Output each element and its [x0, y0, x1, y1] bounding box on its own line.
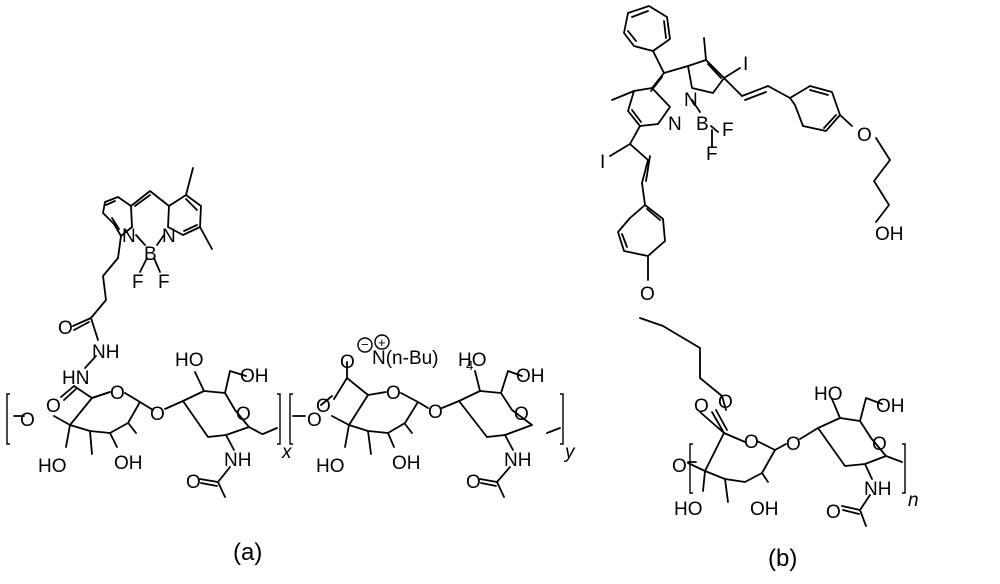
- panel-b: I I N N B F F O OH O O O O O O HO OH HO …: [600, 5, 919, 572]
- ring-oxygen: O: [744, 432, 759, 453]
- ammonium-counterion: N(n-Bu): [372, 348, 439, 369]
- plus-charge: [374, 334, 390, 350]
- carboxylate-oxygen: O: [340, 352, 355, 373]
- ester-oxygen: O: [718, 392, 733, 413]
- acetyl-oxygen: O: [186, 472, 201, 493]
- carbonyl-oxygen: O: [58, 318, 73, 339]
- carbonyl-oxygen: O: [316, 396, 331, 417]
- acetyl-oxygen: O: [466, 472, 481, 493]
- repeat-subscript-n: n: [908, 490, 919, 511]
- panel-a: N N B F F O NH HN O O O O HO OH HO OH O …: [6, 167, 576, 566]
- amide-nh: NH: [92, 342, 119, 363]
- ring-a2: [164, 370, 263, 451]
- aryl-ring-right: [789, 85, 891, 223]
- atom-F: F: [132, 272, 144, 293]
- bodipy-core-a: [72, 167, 213, 341]
- atom-F: F: [722, 120, 734, 141]
- bodipy-core-b: [609, 37, 791, 206]
- carbonyl-oxygen: O: [694, 396, 709, 417]
- ring-b2: [799, 397, 887, 480]
- ring-a4: [441, 370, 533, 451]
- ring-oxygen: O: [386, 383, 401, 404]
- oxygen: O: [672, 456, 687, 477]
- ring-oxygen: O: [872, 434, 887, 455]
- ether-oxygen: O: [857, 125, 872, 146]
- atom-B: B: [144, 244, 157, 265]
- ring-a3: [320, 361, 429, 455]
- atom-N: N: [162, 226, 176, 247]
- ring-oxygen: O: [236, 404, 251, 425]
- hydroxyl: HO: [458, 350, 487, 371]
- amide-nh: NH: [864, 479, 891, 500]
- hydroxyl: OH: [876, 396, 905, 417]
- atom-N: N: [122, 226, 136, 247]
- hydroxyl: HO: [38, 456, 67, 477]
- ring-b1: [687, 395, 787, 503]
- repeat-subscript-y: y: [563, 442, 576, 463]
- oxygen: O: [46, 396, 61, 417]
- oxygen: O: [307, 410, 322, 431]
- hydroxyl: HO: [674, 499, 703, 520]
- glycosidic-oxygen: O: [428, 402, 443, 423]
- hydroxyl: HO: [814, 384, 843, 405]
- panel-caption-a: (a): [233, 539, 262, 566]
- oxygen: O: [20, 410, 35, 431]
- ring-a1: [53, 391, 154, 455]
- iodine: I: [600, 152, 605, 173]
- atom-B: B: [696, 114, 709, 135]
- plus-sign: +: [378, 335, 386, 350]
- amide-nh: NH: [224, 450, 251, 471]
- hydroxyl: OH: [240, 366, 269, 387]
- atom-F: F: [158, 272, 170, 293]
- minus-charge: [357, 337, 373, 353]
- hydroxyl: HO: [316, 456, 345, 477]
- atom-N: N: [684, 90, 698, 111]
- acetyl-oxygen: O: [826, 502, 841, 523]
- subscript-4: 4: [466, 358, 473, 373]
- hydroxyl: OH: [114, 453, 143, 474]
- hydroxyl: OH: [516, 366, 545, 387]
- ring-oxygen: O: [110, 383, 125, 404]
- glycosidic-oxygen: O: [150, 404, 165, 425]
- ether-oxygen: O: [640, 284, 655, 305]
- hydrazide-hn: HN: [62, 368, 89, 389]
- atom-N: N: [668, 114, 682, 135]
- phenyl-ring: [623, 5, 671, 74]
- glycosidic-oxygen: O: [786, 434, 801, 455]
- ring-oxygen: O: [514, 404, 529, 425]
- hydroxyl: HO: [175, 350, 204, 371]
- hydroxyl: OH: [392, 453, 421, 474]
- aryl-ring-lower: [617, 204, 723, 397]
- hydroxyl: OH: [750, 499, 779, 520]
- amide-nh: NH: [504, 450, 531, 471]
- iodine: I: [743, 54, 748, 75]
- terminal-hydroxyl: OH: [875, 224, 904, 245]
- panel-caption-b: (b): [768, 545, 797, 572]
- repeat-subscript-x: x: [281, 442, 293, 463]
- minus-sign: −: [361, 337, 369, 352]
- atom-F: F: [706, 144, 718, 165]
